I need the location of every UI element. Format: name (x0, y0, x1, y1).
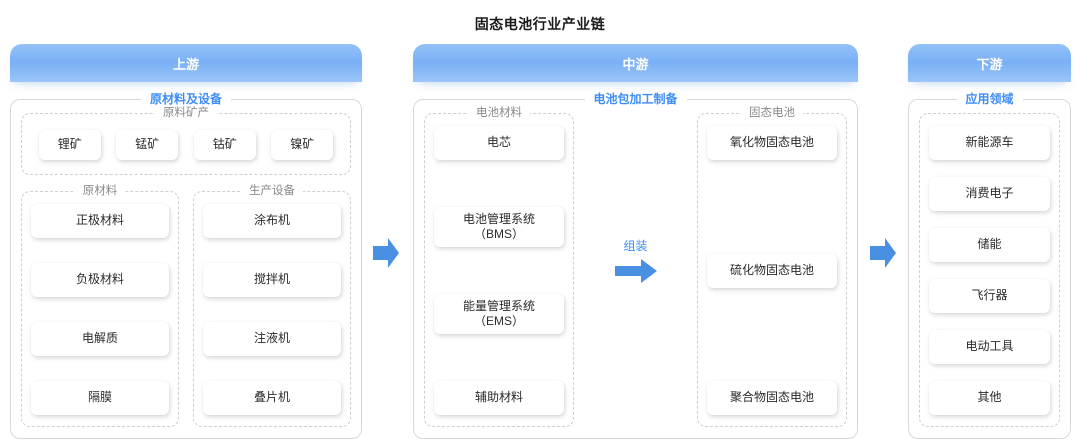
card-mineral[interactable]: 钴矿 (193, 129, 256, 160)
card-mineral[interactable]: 镍矿 (271, 129, 334, 160)
stage-column-midstream: 中游 电池包加工制备 电池材料 电芯 电池管理系统 （BMS） 能量管理系统 （… (413, 44, 858, 439)
card-battery-material[interactable]: 电芯 (434, 126, 564, 160)
card-application[interactable]: 其他 (929, 381, 1050, 415)
subgroup-production-equipment: 生产设备 涂布机 搅拌机 注液机 叠片机 (193, 184, 351, 427)
subgroup-legend-minerals: 原料矿产 (155, 106, 217, 121)
card-raw-material[interactable]: 负极材料 (31, 263, 169, 297)
arrow-upstream-to-midstream-icon (369, 233, 403, 273)
upstream-two-columns: 原材料 正极材料 负极材料 电解质 隔膜 生产设备 涂布机 搅拌机 注液机 叠片… (21, 184, 351, 427)
subgroup-legend-raw-materials: 原材料 (74, 184, 126, 199)
subgroup-minerals: 原料矿产 锂矿 锰矿 钴矿 镍矿 (21, 106, 351, 175)
card-solid-state-battery[interactable]: 聚合物固态电池 (707, 381, 837, 415)
card-battery-material[interactable]: 能量管理系统 （EMS） (434, 293, 564, 335)
stage-column-upstream: 上游 原材料及设备 原料矿产 锂矿 锰矿 钴矿 镍矿 原材料 正极材料 负极材料 (10, 44, 362, 439)
midstream-content: 电池材料 电芯 电池管理系统 （BMS） 能量管理系统 （EMS） 辅助材料 组… (424, 106, 847, 427)
group-legend-raw-materials-and-equipment: 原材料及设备 (140, 92, 232, 107)
card-equipment[interactable]: 搅拌机 (203, 263, 341, 297)
card-battery-material[interactable]: 辅助材料 (434, 380, 564, 415)
arrow-midstream-to-downstream-icon (866, 233, 900, 273)
card-application[interactable]: 消费电子 (929, 177, 1050, 211)
subgroup-raw-materials: 原材料 正极材料 负极材料 电解质 隔膜 (21, 184, 179, 427)
downstream-content: 新能源车 消费电子 储能 飞行器 电动工具 其他 (919, 113, 1060, 427)
group-legend-application-fields: 应用领域 (956, 92, 1023, 107)
card-solid-state-battery[interactable]: 氧化物固态电池 (707, 126, 837, 160)
subgroup-legend-production-equipment: 生产设备 (241, 184, 303, 199)
stage-header-midstream: 中游 (413, 44, 858, 82)
subgroup-legend-battery-materials: 电池材料 (468, 106, 530, 121)
card-application[interactable]: 储能 (929, 228, 1050, 262)
subgroup-applications: 新能源车 消费电子 储能 飞行器 电动工具 其他 (919, 113, 1060, 427)
card-equipment[interactable]: 叠片机 (203, 381, 341, 415)
card-solid-state-battery[interactable]: 硫化物固态电池 (707, 253, 837, 288)
card-raw-material[interactable]: 电解质 (31, 322, 169, 356)
card-raw-material[interactable]: 正极材料 (31, 204, 169, 238)
subgroup-battery-materials: 电池材料 电芯 电池管理系统 （BMS） 能量管理系统 （EMS） 辅助材料 (424, 106, 574, 427)
assembly-label: 组装 (623, 238, 648, 253)
card-application[interactable]: 飞行器 (929, 279, 1050, 313)
group-application-fields: 应用领域 新能源车 消费电子 储能 飞行器 电动工具 其他 (908, 92, 1071, 439)
card-raw-material[interactable]: 隔膜 (31, 381, 169, 415)
subgroup-legend-solid-state-batteries: 固态电池 (741, 106, 803, 121)
group-legend-battery-pack-processing: 电池包加工制备 (584, 92, 687, 107)
stage-header-downstream: 下游 (908, 44, 1071, 82)
subgroup-solid-state-batteries: 固态电池 氧化物固态电池 硫化物固态电池 聚合物固态电池 (697, 106, 847, 427)
arrow-assembly-icon (614, 258, 657, 283)
card-application[interactable]: 新能源车 (929, 126, 1050, 160)
card-equipment[interactable]: 注液机 (203, 322, 341, 356)
page-title: 固态电池行业产业链 (474, 16, 606, 32)
stage-column-downstream: 下游 应用领域 新能源车 消费电子 储能 飞行器 电动工具 其他 (908, 44, 1071, 439)
card-equipment[interactable]: 涂布机 (203, 204, 341, 238)
group-battery-pack-processing: 电池包加工制备 电池材料 电芯 电池管理系统 （BMS） 能量管理系统 （EMS… (413, 92, 858, 439)
card-application[interactable]: 电动工具 (929, 330, 1050, 364)
group-raw-materials-and-equipment: 原材料及设备 原料矿产 锂矿 锰矿 钴矿 镍矿 原材料 正极材料 负极材料 电解… (10, 92, 362, 439)
card-battery-material[interactable]: 电池管理系统 （BMS） (434, 206, 564, 248)
card-mineral[interactable]: 锰矿 (116, 129, 179, 160)
stage-header-upstream: 上游 (10, 44, 362, 82)
card-mineral[interactable]: 锂矿 (38, 129, 101, 160)
upstream-content: 原料矿产 锂矿 锰矿 钴矿 镍矿 原材料 正极材料 负极材料 电解质 隔膜 (21, 106, 351, 427)
assembly-connector: 组装 (574, 103, 697, 417)
